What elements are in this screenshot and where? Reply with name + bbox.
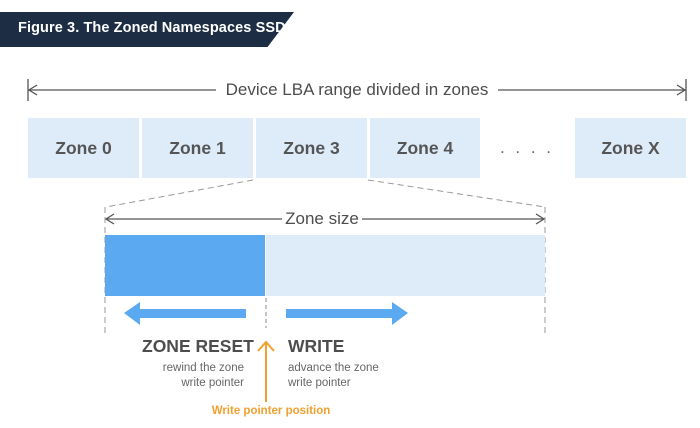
zone-reset-title: ZONE RESET	[142, 336, 254, 356]
write-pointer-label: Write pointer position	[211, 405, 331, 417]
write-description: advance the zone write pointer	[288, 361, 379, 391]
zone-reset-arrow	[124, 302, 246, 325]
write-title: WRITE	[288, 336, 345, 356]
figure-title: Figure 3. The Zoned Namespaces SSD	[18, 20, 286, 36]
zone-size-label: Zone size	[282, 208, 362, 230]
zone-written-region	[105, 235, 265, 296]
zone-0: Zone 0	[28, 118, 139, 178]
zones-ellipsis: . . . .	[499, 138, 555, 157]
zone-reset-description-line2: write pointer	[181, 377, 244, 389]
write-arrow	[286, 302, 408, 325]
zone-4: Zone 4	[370, 118, 480, 178]
write-description-line2: write pointer	[288, 377, 351, 389]
zone-1: Zone 1	[142, 118, 253, 178]
zone-free-region	[266, 235, 545, 296]
write-pointer-arrow	[257, 340, 275, 402]
zone-reset-description-line1: rewind the zone	[162, 362, 244, 374]
zone-x: Zone X	[575, 118, 686, 178]
device-range-label: Device LBA range divided in zones	[216, 78, 498, 102]
figure-banner	[0, 12, 294, 47]
write-description-line1: advance the zone	[288, 362, 379, 374]
zone-3: Zone 3	[256, 118, 367, 178]
zone-reset-description: rewind the zone write pointer	[163, 361, 244, 391]
